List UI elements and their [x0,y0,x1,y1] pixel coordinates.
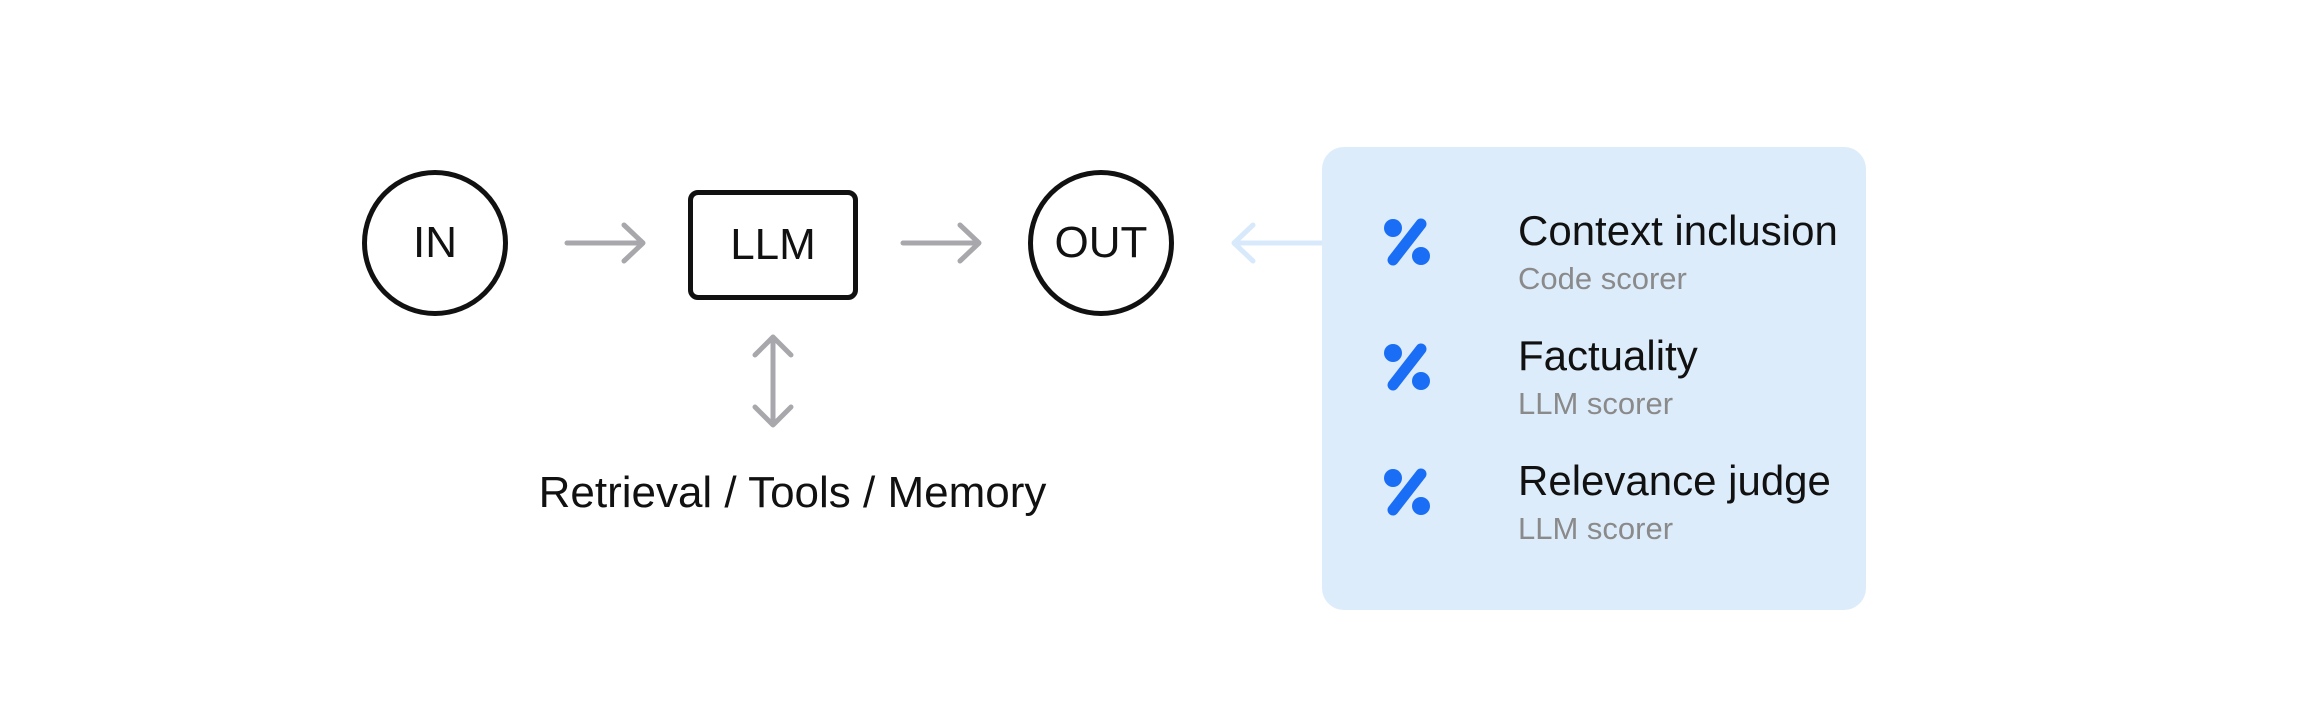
percent-icon [1382,217,1432,267]
percent-icon [1382,467,1432,517]
output-node: OUT [1028,170,1174,316]
input-node: IN [362,170,508,316]
arrow-scorers-to-out [1231,222,1325,264]
scorer-type: LLM scorer [1518,511,1674,546]
output-node-label: OUT [1054,218,1148,267]
percent-icon [1382,342,1432,392]
arrow-in-to-llm [564,222,646,264]
arrow-llm-retrieval-bidirectional [752,334,794,428]
llm-node: LLM [688,190,858,300]
retrieval-tools-memory-label: Retrieval / Tools / Memory [538,468,1047,517]
scorer-name: Context inclusion [1518,207,1838,254]
input-node-label: IN [413,218,457,267]
scorer-type: Code scorer [1518,261,1687,296]
scorer-name: Factuality [1518,332,1698,379]
scorer-name: Relevance judge [1518,457,1831,504]
arrow-llm-to-out [900,222,982,264]
llm-node-label: LLM [730,220,816,269]
scorers-panel: Context inclusion Code scorer Factuality… [1322,147,1866,610]
scorer-type: LLM scorer [1518,386,1674,421]
